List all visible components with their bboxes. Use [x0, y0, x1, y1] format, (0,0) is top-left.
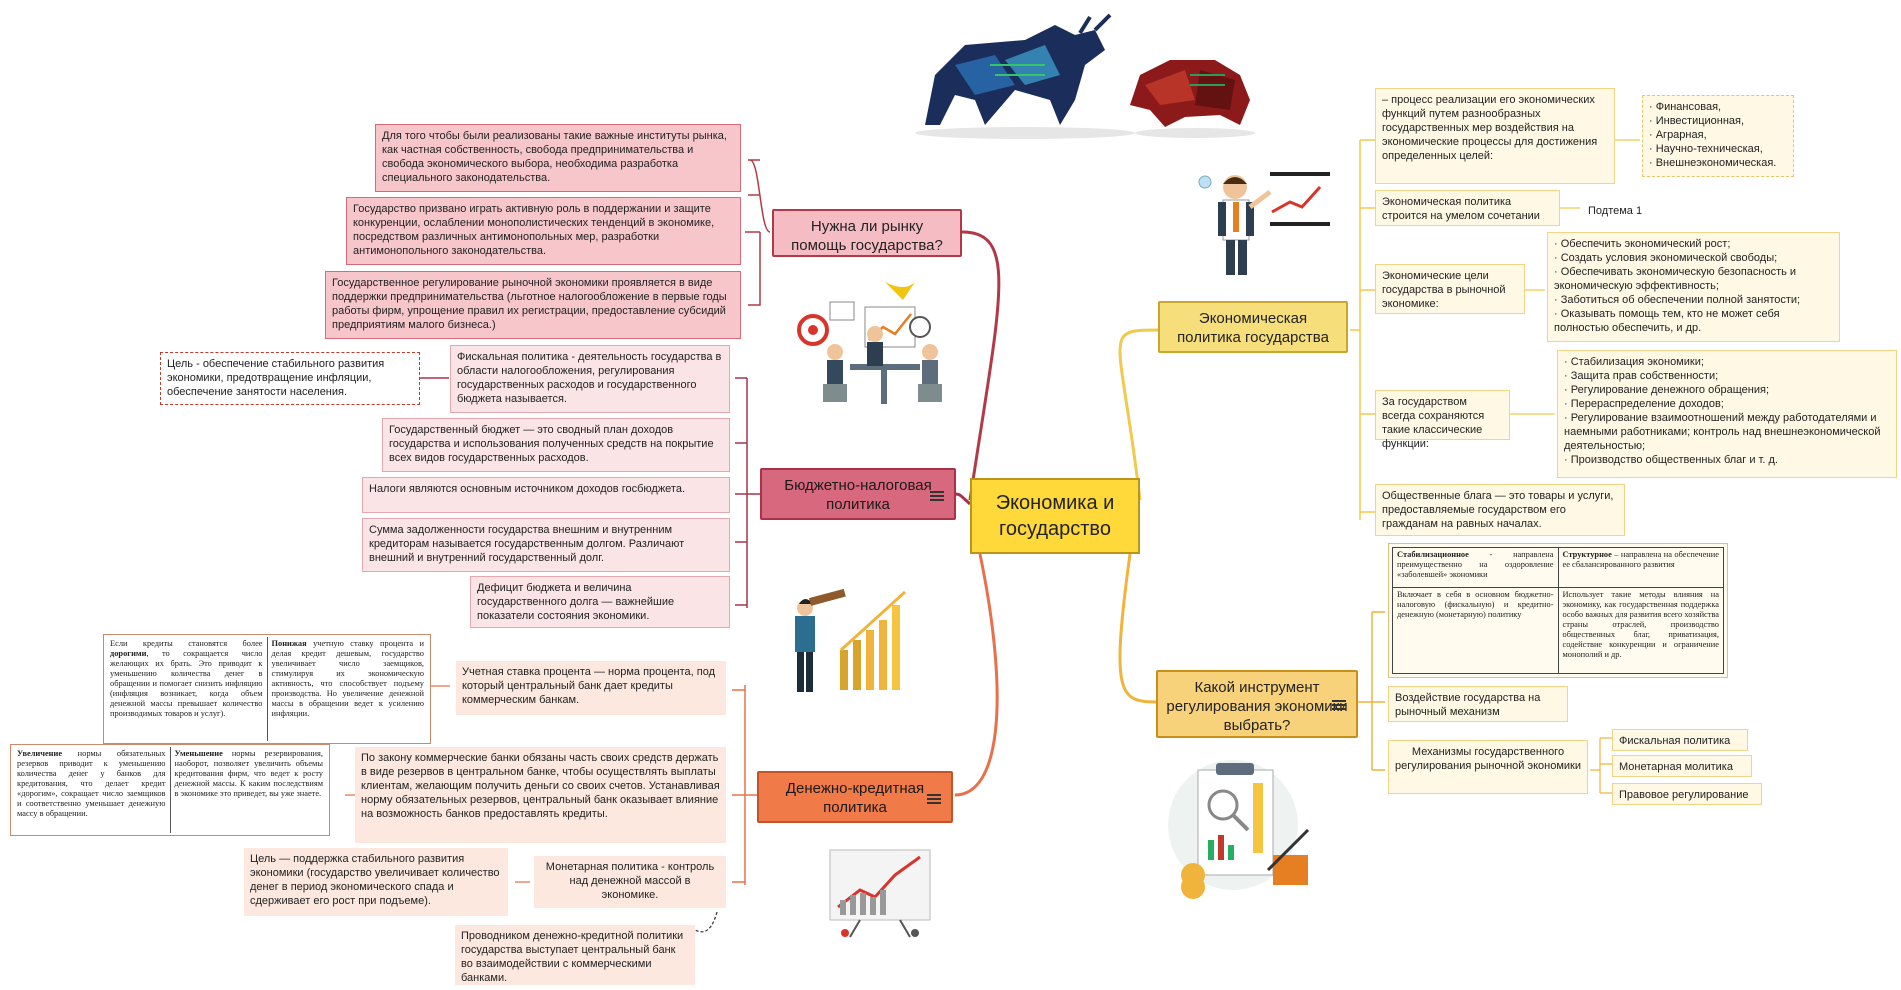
monetary-goal[interactable]: Цель — поддержка стабильного развития эк… [244, 848, 508, 916]
reserve-norm-table: Увеличение нормы обязательных резервов п… [10, 744, 330, 836]
table-text: Включает в себя в основном бюджетно-нало… [1392, 587, 1559, 674]
notes-icon[interactable] [930, 491, 944, 501]
policy-goals-label[interactable]: Экономические цели государства в рыночно… [1375, 264, 1525, 314]
table-text: Структурное [1562, 550, 1612, 559]
connector-tools [1118, 553, 1161, 704]
regulation-types-table: Стабилизационное - направлена преимущест… [1388, 543, 1728, 678]
table-text: Если кредиты становятся более [110, 639, 263, 648]
branch-economic-policy[interactable]: Экономическая политика государства [1158, 301, 1348, 353]
growth-chart-board-illustration [829, 849, 931, 938]
branch-fiscal-policy[interactable]: Бюджетно-налоговая политика [760, 468, 956, 520]
connector-market [959, 230, 1001, 501]
table-text: Уменьшение [174, 749, 223, 758]
connector-fiscal [954, 492, 972, 506]
table-text: Стабилизационное [1397, 550, 1469, 559]
table-text: Увеличение [17, 749, 63, 758]
discount-rate-table: Если кредиты становятся более дорогими, … [103, 634, 431, 744]
table-text: , то сокращается число желающих их брать… [110, 649, 263, 718]
table-text: дорогими [110, 649, 147, 658]
connector-monetary [954, 553, 999, 797]
subtopic-1[interactable]: Подтема 1 [1582, 200, 1662, 220]
policy-functions-label[interactable]: За государством всегда сохраняются такие… [1375, 390, 1510, 450]
table-text: Понижая [271, 639, 307, 648]
policy-goals-list[interactable]: · Обеспечить экономический рост; · Созда… [1547, 232, 1840, 342]
branch-monetary-policy[interactable]: Денежно-кредитная политика [757, 771, 953, 823]
policy-functions-list[interactable]: · Стабилизация экономики; · Защита прав … [1557, 350, 1897, 478]
notes-icon[interactable] [927, 794, 941, 804]
fiscal-item-4[interactable]: Сумма задолженности государства внешним … [362, 518, 730, 572]
fiscal-item-1[interactable]: Фискальная политика - деятельность госуд… [450, 345, 730, 413]
analytics-clipboard-illustration [1168, 760, 1310, 899]
notes-icon[interactable] [1332, 700, 1346, 710]
fiscal-item-2[interactable]: Государственный бюджет — это сводный пла… [382, 418, 730, 472]
branch-monetary-title: Денежно-кредитная политика [785, 780, 925, 816]
regulation-mechanisms[interactable]: Механизмы государственного регулирования… [1388, 740, 1588, 794]
table-text: нормы резервирования, наоборот, позволяе… [174, 749, 324, 798]
mechanism-monetary[interactable]: Монетарная молитика [1612, 755, 1752, 777]
table-text: – направлена на обеспечение ее сбалансир… [1562, 550, 1720, 569]
public-goods-definition[interactable]: Общественные блага — это товары и услуги… [1375, 484, 1625, 536]
team-meeting-illustration [797, 282, 942, 404]
market-impact[interactable]: Воздействие государства на рыночный меха… [1388, 686, 1568, 722]
businessman-telescope-illustration [795, 588, 907, 692]
branch-regulation-tool[interactable]: Какой инструмент регулирования экономики… [1156, 670, 1358, 738]
branch-fiscal-title: Бюджетно-налоговая политика [784, 477, 932, 513]
mechanism-fiscal[interactable]: Фискальная политика [1612, 729, 1748, 751]
branch-market-help[interactable]: Нужна ли рынку помощь государства? [772, 209, 962, 257]
market-item-3[interactable]: Государственное регулирование рыночной э… [325, 271, 741, 339]
policy-types[interactable]: · Финансовая, · Инвестиционная, · Аграрн… [1642, 95, 1794, 177]
monetary-item-3[interactable]: Монетарная политика - контроль над денеж… [534, 856, 726, 908]
table-text: - направлена преимущественно на оздоровл… [1397, 550, 1554, 579]
policy-combination[interactable]: Экономическая политика строится на умело… [1375, 190, 1560, 226]
connector-policy [1118, 328, 1161, 501]
policy-definition[interactable]: – процесс реализации его экономических ф… [1375, 88, 1615, 184]
branch-tools-title: Какой инструмент регулирования экономики… [1166, 679, 1348, 734]
mechanism-legal[interactable]: Правовое регулирование [1612, 783, 1762, 805]
table-text: учетную ставку процента и делая кредит д… [271, 639, 425, 718]
table-text: Использует такие методы влияния на эконо… [1562, 590, 1720, 660]
monetary-item-2[interactable]: По закону коммерческие банки обязаны час… [355, 747, 726, 843]
monetary-item-5[interactable]: Проводником денежно-кредитной политики г… [455, 925, 695, 985]
monetary-item-1[interactable]: Учетная ставка процента — норма процента… [456, 661, 726, 715]
fiscal-item-3[interactable]: Налоги являются основным источником дохо… [362, 477, 730, 513]
manager-presentation-illustration [1198, 172, 1330, 275]
table-text: нормы обязательных резервов приводит к у… [17, 749, 166, 818]
market-item-2[interactable]: Государство призвано играть активную рол… [346, 197, 741, 265]
central-topic[interactable]: Экономика и государство [970, 478, 1140, 554]
fiscal-item-5[interactable]: Дефицит бюджета и величина государственн… [470, 576, 730, 628]
bull-and-bear-illustration [915, 13, 1255, 139]
market-item-1[interactable]: Для того чтобы были реализованы такие ва… [375, 124, 741, 192]
fiscal-goal[interactable]: Цель - обеспечение стабильного развития … [160, 352, 420, 405]
